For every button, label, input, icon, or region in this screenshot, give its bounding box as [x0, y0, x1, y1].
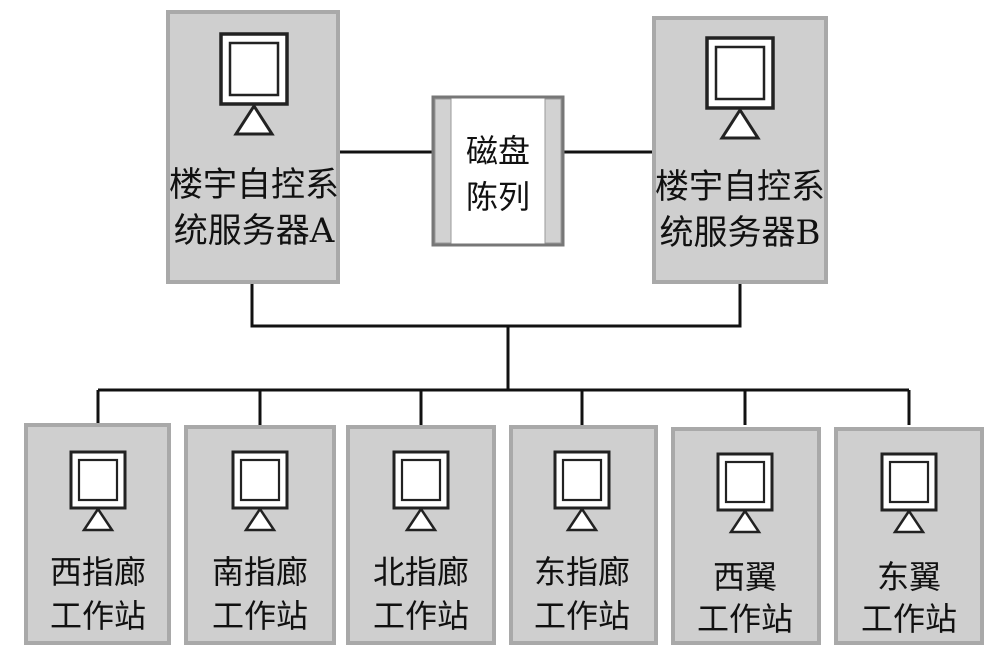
workstation-4-label-line1: 东指廊 [534, 553, 630, 591]
workstation-4-node: 东指廊 工作站 [509, 425, 658, 645]
workstation-4-label-line2: 工作站 [534, 597, 630, 635]
workstation-1-label-line2: 工作站 [50, 597, 146, 635]
workstation-2-label-line1: 南指廊 [212, 553, 308, 591]
workstation-6-label-line2: 工作站 [861, 600, 957, 638]
server-b-label-line1: 楼宇自控系 [655, 167, 825, 207]
workstation-6-box [834, 427, 984, 645]
server-a-label-line1: 楼宇自控系 [169, 165, 339, 205]
connection-lines [96, 150, 911, 425]
server-b-node: 楼宇自控系 统服务器B [652, 16, 828, 284]
workstation-2-label-line2: 工作站 [212, 597, 308, 635]
disk-array-node: 磁盘 陈列 [431, 95, 565, 247]
wire-server-bus [250, 282, 742, 328]
disk-array-right-bar [544, 98, 562, 244]
workstation-5-label-line2: 工作站 [697, 600, 793, 638]
workstation-5-node: 西翼 工作站 [671, 427, 821, 645]
workstation-2-node: 南指廊 工作站 [184, 425, 336, 645]
server-b-label-line2: 统服务器B [660, 213, 821, 253]
disk-array-left-bar [434, 98, 452, 244]
workstation-3-label-line2: 工作站 [373, 597, 469, 635]
workstation-3-node: 北指廊 工作站 [346, 425, 496, 645]
server-a-label-line2: 统服务器A [174, 211, 335, 251]
workstation-5-label-line1: 西翼 [713, 558, 777, 596]
workstation-1-label-line1: 西指廊 [50, 553, 146, 591]
disk-array-label-line2: 陈列 [466, 178, 530, 216]
workstation-6-node: 东翼 工作站 [834, 427, 984, 645]
disk-array-label-line1: 磁盘 [466, 132, 530, 170]
workstation-6-label-line1: 东翼 [877, 558, 941, 596]
workstation-1-node: 西指廊 工作站 [24, 423, 171, 645]
disk-array-box [431, 95, 565, 247]
workstation-3-label-line1: 北指廊 [373, 553, 469, 591]
server-a-node: 楼宇自控系 统服务器A [166, 10, 340, 284]
